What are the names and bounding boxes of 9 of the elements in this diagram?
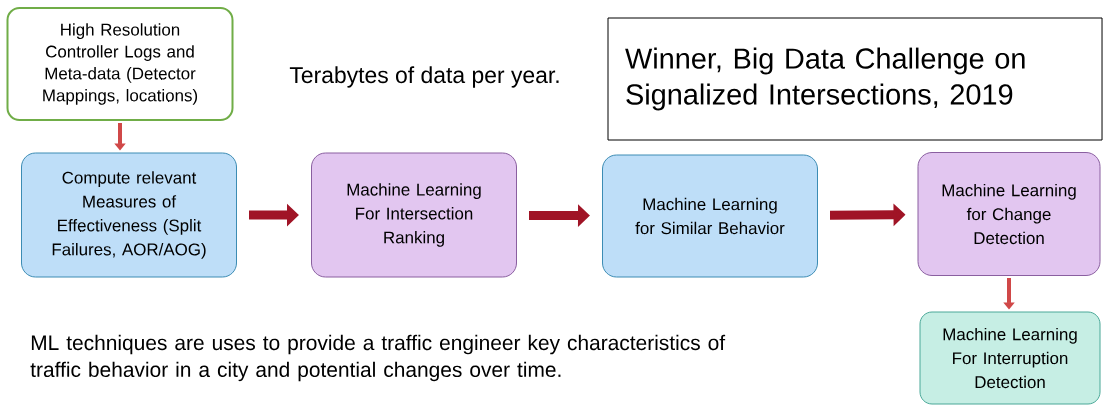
description-text: ML techniques are uses to provide a traffic engineer key characteristics of traffic behavior in a city and potential changes over time. bbox=[30, 334, 726, 382]
note-text: Terabytes of data per year. bbox=[289, 66, 559, 88]
process-box: Machine Learning For Interruption Detection bbox=[919, 311, 1101, 405]
process-box: Machine Learning for Similar Behavior bbox=[602, 154, 818, 278]
title-box: Winner, Big Data Challenge on Signalized Intersections, 2019 bbox=[607, 17, 1103, 141]
process-box: Machine Learning for Change Detection bbox=[917, 152, 1101, 276]
process-box: Compute relevant Measures of Effectiveness (Split Failures, AOR/AOG) bbox=[21, 152, 237, 278]
data-source-box: High Resolution Controller Logs and Meta-data (Detector Mappings, locations) bbox=[6, 7, 234, 121]
process-box: Machine Learning For Intersection Ranking bbox=[311, 152, 517, 278]
